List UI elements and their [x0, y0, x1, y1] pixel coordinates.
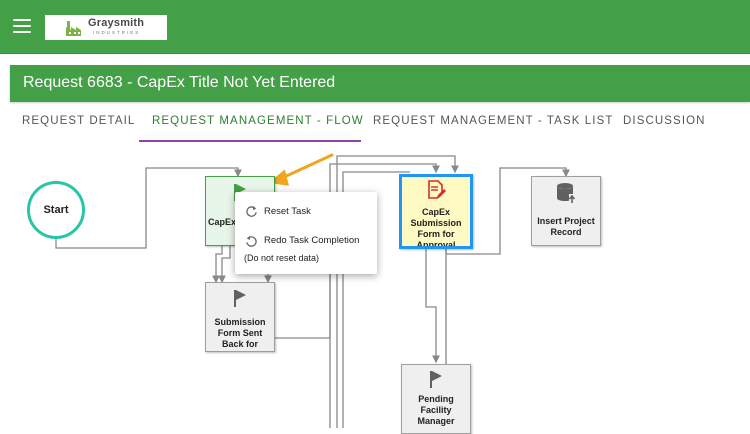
company-logo[interactable]: Graysmith INDUSTRIES — [45, 15, 167, 40]
tab-request-detail[interactable]: REQUEST DETAIL — [22, 115, 136, 127]
flow-connectors — [55, 153, 570, 428]
page-title: Request 6683 - CapEx Title Not Yet Enter… — [23, 74, 336, 91]
flow-start-node[interactable]: Start — [27, 181, 85, 239]
factory-icon — [66, 21, 81, 36]
task-label-line1: CapEx — [208, 217, 237, 227]
flag-icon — [430, 371, 442, 388]
redo-note: (Do not reset data) — [244, 253, 320, 263]
redo-task-completion-label: Redo Task Completion — [264, 235, 360, 247]
task-node-insert-project-record[interactable]: Insert Project Record — [531, 176, 601, 246]
request-title-bar: Request 6683 - CapEx Title Not Yet Enter… — [10, 65, 750, 102]
task-label: Submission Form Sent Back for Rework — [214, 317, 266, 351]
tab-request-management-task-list[interactable]: REQUEST MANAGEMENT - TASK LIST — [373, 115, 614, 127]
database-upload-icon — [557, 183, 576, 203]
reset-task-label: Reset Task — [264, 206, 311, 218]
task-node-capex-submission[interactable]: CapEx Submission Form for Approval — [399, 174, 473, 249]
tab-request-management-flow[interactable]: REQUEST MANAGEMENT - FLOW — [139, 108, 363, 142]
tab-discussion[interactable]: DISCUSSION — [623, 115, 706, 127]
hamburger-menu-icon[interactable] — [13, 19, 31, 33]
document-edit-icon — [428, 180, 446, 199]
brand-subtitle: INDUSTRIES — [93, 30, 141, 35]
orange-pointer-arrow — [268, 153, 334, 186]
task-node-sent-back-rework[interactable]: Submission Form Sent Back for Rework — [205, 282, 275, 352]
tab-bar: REQUEST DETAIL REQUEST MANAGEMENT - FLOW… — [10, 108, 750, 142]
refresh-icon — [246, 205, 257, 217]
redo-task-completion-menu-item[interactable]: Redo Task Completion — [245, 234, 359, 247]
app-header: Graysmith INDUSTRIES — [0, 0, 750, 54]
flag-icon — [234, 290, 246, 307]
task-label: Pending Facility Manager — [417, 394, 455, 426]
task-node-pending-facility-manager[interactable]: Pending Facility Manager — [401, 364, 471, 434]
brand-name: Graysmith — [88, 17, 145, 29]
reset-task-menu-item[interactable]: Reset Task — [245, 205, 311, 218]
task-context-menu: Reset Task Redo Task Completion (Do not … — [235, 192, 377, 274]
task-label: Insert Project Record — [537, 216, 595, 237]
task-label: CapEx Submission Form for Approval — [410, 207, 462, 249]
redo-icon — [246, 235, 257, 247]
flow-canvas[interactable]: Start CapEx Sta CapEx Submission Form fo… — [0, 142, 750, 434]
